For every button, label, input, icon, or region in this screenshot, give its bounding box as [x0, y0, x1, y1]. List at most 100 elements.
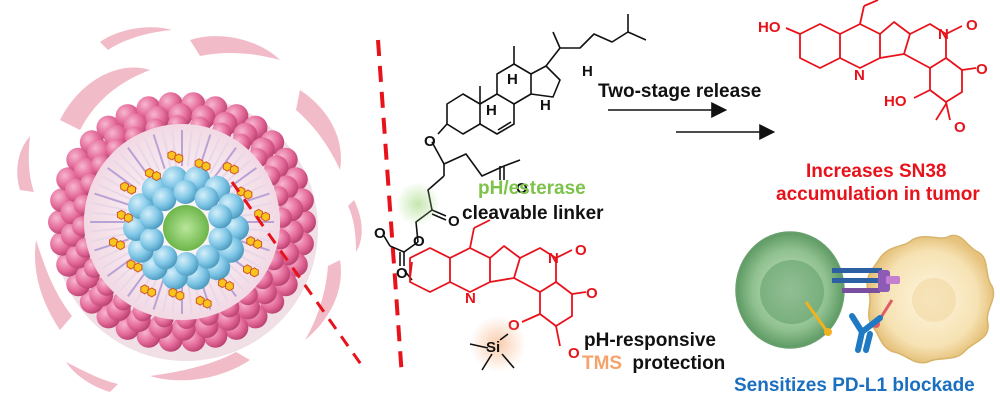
prodrug-ring [250, 267, 259, 278]
receptor-bar-1 [832, 268, 882, 273]
two-stage-release-label: Two-stage release [598, 81, 761, 102]
lipid-tail [97, 183, 132, 201]
prodrug-ring [175, 290, 185, 301]
core-sphere [173, 180, 198, 204]
prodrug-ring [152, 170, 161, 182]
prodrug-ring [167, 150, 177, 161]
t-cell-nucleus [760, 260, 824, 324]
sn38-o-label-2: O [586, 285, 598, 302]
lipid-ribbon [100, 27, 172, 50]
pd-1-receptor [804, 301, 828, 331]
prodrug-ring [222, 161, 232, 172]
h-label-3: H [486, 102, 497, 119]
prodrug-ring [116, 209, 126, 220]
anti-pd-l1-antibody [849, 313, 883, 353]
blue-core [123, 166, 249, 290]
tms-glow [470, 316, 526, 372]
mhc-ligand [886, 276, 900, 284]
lipid-ribbon [60, 67, 150, 130]
lipid-ribbons [17, 27, 362, 392]
lipid-tail [186, 130, 193, 167]
green-center [163, 205, 209, 251]
immune-synapse-illustration [735, 231, 995, 364]
core-sphere [153, 245, 178, 270]
lipid-tail [152, 134, 166, 170]
prodrug-ring [168, 287, 178, 298]
pd-1-tip [824, 328, 832, 336]
lipid-ribbon [348, 200, 362, 252]
lipid-tail [119, 152, 146, 182]
sn38-o-label-3: O [568, 345, 580, 362]
sn38-n-label-3: N [854, 67, 865, 84]
tms-structure [469, 333, 515, 371]
prodrug-molecules [109, 150, 270, 309]
lipid-ribbon [150, 352, 250, 381]
linker-glow [396, 182, 440, 226]
cholesterol-atom-labels: O H H H H O O O O O [374, 63, 593, 282]
h-label-1: H [507, 71, 518, 88]
prodrug-ring [246, 236, 256, 247]
prodrug-ring [201, 161, 211, 172]
lipid-tail [101, 249, 134, 269]
prodrug-ring [194, 158, 204, 169]
prodrug-ring [127, 184, 136, 195]
prodrug-ring [116, 240, 125, 251]
lipid-ribbon [305, 260, 341, 340]
prodrug-ring [243, 189, 253, 200]
lipid-tail [90, 226, 127, 233]
prodrug-ring [174, 153, 184, 164]
lipid-tail [209, 141, 229, 174]
lipid-tail [97, 243, 132, 261]
tms-protection-label: TMS protection [582, 353, 725, 374]
sn38-o-label-6: O [976, 61, 988, 78]
prodrug-ring [195, 295, 205, 306]
lipid-tail [230, 175, 263, 195]
receptor-bar-2 [832, 278, 882, 283]
lipid-tail [112, 258, 142, 285]
prodrug-ring [225, 280, 234, 292]
core-sphere [194, 186, 219, 211]
tms-label: TMS [582, 353, 622, 374]
ph-responsive-label: pH-responsive [584, 330, 716, 351]
lipid-tail [214, 147, 237, 178]
ester-oxygen-1: O [424, 133, 436, 150]
increases-label-line2: accumulation in tumor [776, 184, 980, 205]
carbonyl-oxygen-1: O [448, 213, 460, 230]
lipid-tail [143, 137, 161, 172]
lipid-tail [112, 159, 142, 186]
cholesterol-structure [383, 14, 647, 281]
sn38-prodrug-structure [409, 219, 587, 347]
sn38-ho-label-1: HO [758, 19, 781, 36]
prodrug-ring [229, 164, 239, 175]
sn38-n-label-1: N [465, 290, 476, 307]
sn38-o-label-1: O [575, 242, 587, 259]
prodrug-ring [123, 212, 133, 223]
pd-l1-ligand [878, 270, 890, 292]
dashed-cut-line [230, 181, 367, 371]
ester-oxygen-2: O [516, 180, 528, 197]
h-label-4: H [582, 63, 593, 80]
prodrug-ring [120, 181, 129, 192]
carbonate-oxygen-1: O [374, 225, 386, 242]
cleavable-linker-label: cleavable linker [462, 203, 604, 224]
core-sphere [174, 252, 199, 276]
sn38-structure [785, 0, 977, 121]
sensitizes-label: Sensitizes PD-L1 blockade [734, 375, 975, 396]
protection-label: protection [632, 353, 725, 374]
prodrug-ring [133, 262, 143, 273]
receptor-bar-3 [842, 288, 880, 293]
h-label-2: H [540, 97, 551, 114]
sn38-n-label-2: N [548, 250, 559, 267]
core-sphere [208, 226, 233, 251]
dashed-divider [376, 39, 404, 378]
prodrug-ring [126, 259, 136, 270]
sn38-n-label-4: N [938, 26, 949, 43]
prodrug-ring [145, 167, 154, 179]
prodrug-ring [147, 287, 157, 298]
tms-si-label: Si [486, 339, 500, 356]
core-sphere [139, 227, 164, 252]
sn38-o-label-7: O [954, 119, 966, 136]
prodrug-ring [218, 277, 227, 289]
carbonate-oxygen-2: O [396, 265, 408, 282]
lipid-ribbon [35, 240, 72, 330]
